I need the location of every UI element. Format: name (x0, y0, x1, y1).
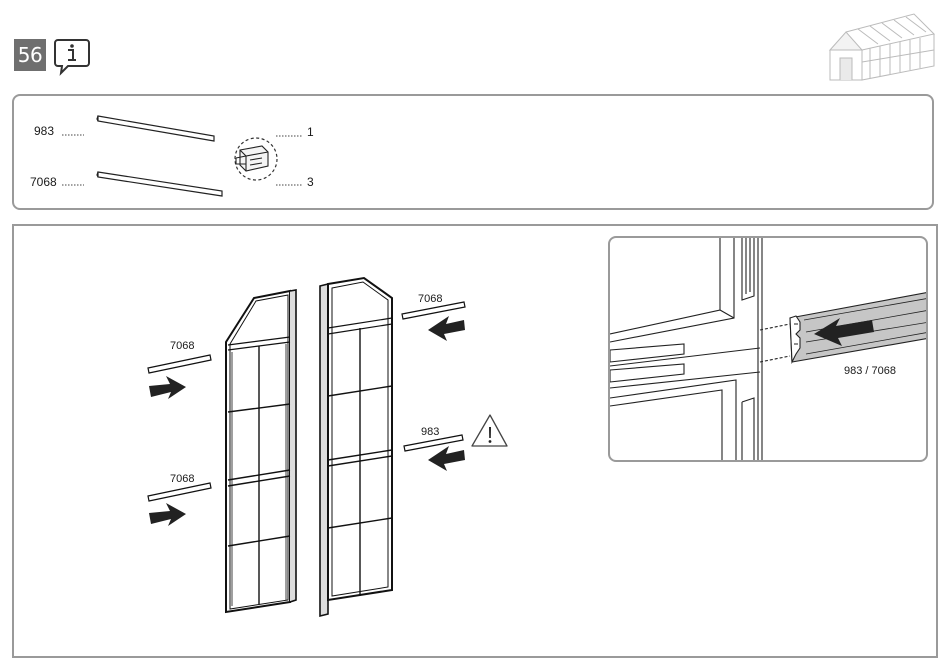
detail-drawing (610, 238, 928, 462)
label-right-top-rail: 7068 (418, 293, 442, 305)
right-door-frame (320, 278, 392, 616)
detail-callout: 983 / 7068 (608, 236, 928, 462)
push-arrows (149, 316, 465, 526)
label-right-bottom-rail: 983 (421, 426, 439, 438)
rails (148, 302, 465, 501)
warning-triangle-icon (472, 415, 507, 446)
left-door-frame (226, 290, 296, 612)
detail-profile-label: 983 / 7068 (844, 365, 896, 377)
label-left-bottom-rail: 7068 (170, 473, 194, 485)
label-left-top-rail: 7068 (170, 340, 194, 352)
